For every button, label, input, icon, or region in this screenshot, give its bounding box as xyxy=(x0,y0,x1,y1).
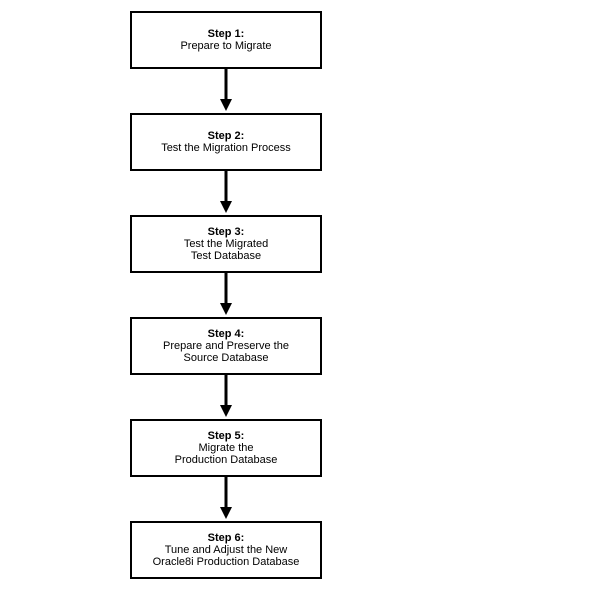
step-4-title: Step 4: xyxy=(207,328,245,340)
step-6-title: Step 6: xyxy=(207,532,245,544)
arrow-4-to-5 xyxy=(219,375,233,419)
step-6-line-2: Oracle8i Production Database xyxy=(152,556,300,568)
step-3-title: Step 3: xyxy=(207,226,245,238)
step-3-line-1: Test the Migrated xyxy=(183,238,269,250)
step-1-line-1: Prepare to Migrate xyxy=(180,40,272,52)
step-4-line-2: Source Database xyxy=(183,352,269,364)
step-6-line-1: Tune and Adjust the New xyxy=(164,544,288,556)
step-2-line-1: Test the Migration Process xyxy=(161,142,291,154)
step-4-line-1: Prepare and Preserve the xyxy=(163,340,289,352)
step-5-line-2: Production Database xyxy=(174,454,278,466)
arrow-5-to-6 xyxy=(219,477,233,521)
step-5-line-1: Migrate the xyxy=(198,442,254,454)
step-3-box: Step 3: Test the Migrated Test Database xyxy=(130,215,322,273)
step-2-title: Step 2: xyxy=(207,130,245,142)
step-3-line-2: Test Database xyxy=(190,250,262,262)
step-5-title: Step 5: xyxy=(207,430,245,442)
step-6-box: Step 6: Tune and Adjust the New Oracle8i… xyxy=(130,521,322,579)
arrow-2-to-3 xyxy=(219,171,233,215)
step-5-box: Step 5: Migrate the Production Database xyxy=(130,419,322,477)
arrow-1-to-2 xyxy=(219,69,233,113)
step-4-box: Step 4: Prepare and Preserve the Source … xyxy=(130,317,322,375)
step-2-box: Step 2: Test the Migration Process xyxy=(130,113,322,171)
step-1-box: Step 1: Prepare to Migrate xyxy=(130,11,322,69)
arrow-3-to-4 xyxy=(219,273,233,317)
step-1-title: Step 1: xyxy=(207,28,245,40)
